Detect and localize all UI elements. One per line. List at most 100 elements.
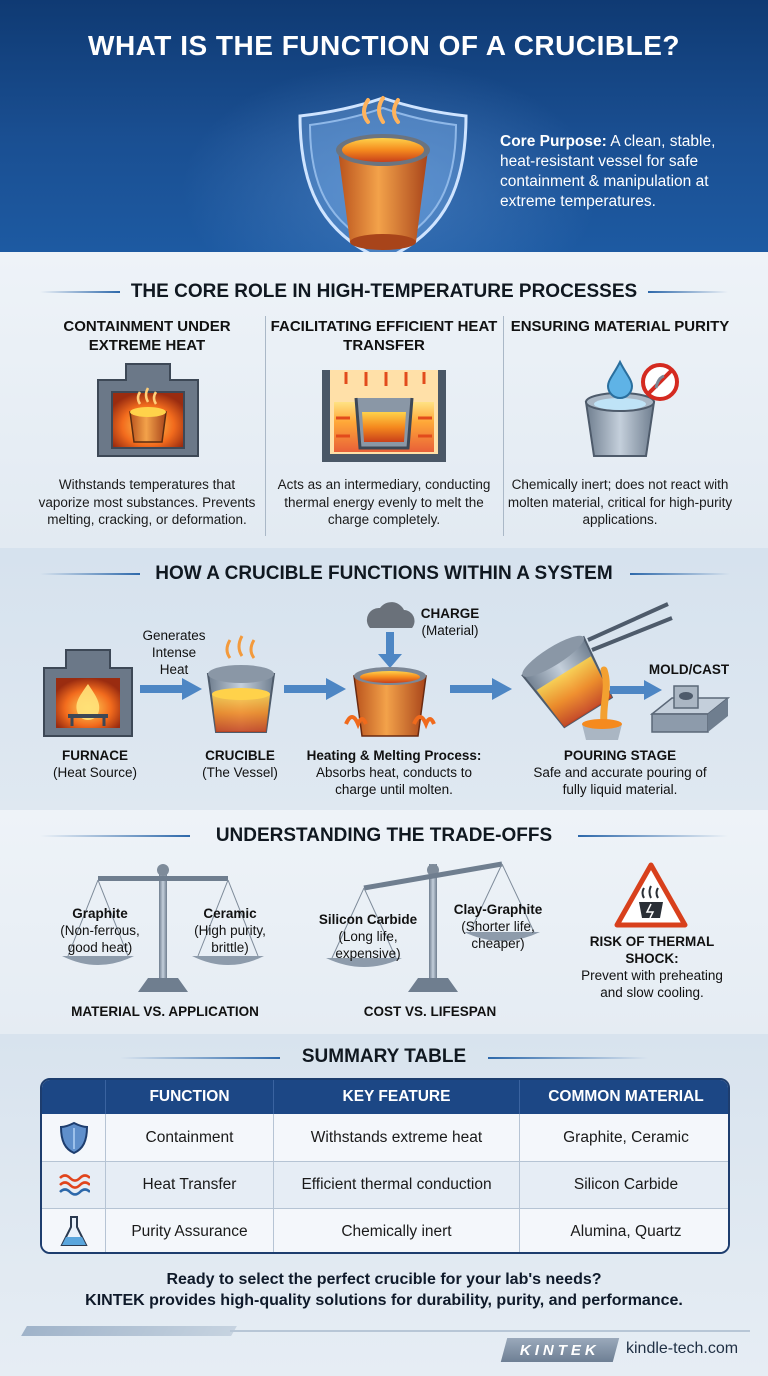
melting-step-label: Heating & Melting Process: Absorbs heat,… [296, 748, 492, 799]
summary-table: FUNCTION KEY FEATURE COMMON MATERIAL Con… [40, 1078, 730, 1254]
ceramic-name: Ceramic [203, 906, 257, 921]
heat-waves-icon [58, 1174, 90, 1196]
charge-label: CHARGE (Material) [420, 606, 480, 640]
core-purpose-label: Core Purpose: [500, 133, 607, 150]
crucible-step-label: CRUCIBLE (The Vessel) [180, 748, 300, 782]
tilted-scale-icon [326, 861, 540, 992]
row-icon-cell [42, 1162, 106, 1208]
table-row: Purity Assurance Chemically inert Alumin… [42, 1209, 728, 1252]
header-icon-cell [42, 1080, 106, 1114]
charge-title: CHARGE [420, 606, 480, 621]
core-purpose-desc: A clean, stable, heat-resistant vessel f… [500, 133, 716, 211]
purity-text: Chemically inert; does not react with mo… [507, 477, 733, 528]
divider-line [120, 1057, 280, 1059]
pouring-step-sub: Safe and accurate pouring of fully liqui… [533, 764, 707, 797]
kintek-logo: KINTEK [500, 1338, 620, 1362]
row-divider [42, 1161, 728, 1162]
containment-heading: CONTAINMENT UNDER EXTREME HEAT [63, 318, 231, 354]
column-divider [265, 316, 266, 536]
cell-feature: Chemically inert [274, 1209, 520, 1252]
cell-material: Graphite, Ceramic [563, 1128, 689, 1146]
melting-step-title: Heating & Melting Process: [306, 748, 482, 763]
summary-title: SUMMARY TABLE [301, 1046, 467, 1067]
cost-vs-lifespan-caption: COST VS. LIFESPAN [363, 1004, 497, 1019]
cell-function: Purity Assurance [106, 1209, 274, 1252]
pouring-crucible-icon [521, 602, 673, 740]
heat-transfer-heading: FACILITATING EFFICIENT HEAT TRANSFER [270, 318, 498, 354]
heating-crucible-icon [344, 602, 436, 737]
furnace-icon [43, 649, 133, 737]
mold-cast-icon [650, 685, 730, 733]
thermal-shock-label: RISK OF THERMAL SHOCK: Prevent with preh… [572, 934, 732, 1002]
shield-crucible-hero-icon [298, 96, 468, 252]
arrow-right-icon [140, 678, 202, 700]
cell-feature: Efficient thermal conduction [274, 1162, 520, 1208]
clay-graphite-name: Clay-Graphite [453, 902, 543, 917]
arrow-right-icon [610, 680, 662, 700]
table-row: Heat Transfer Efficient thermal conducti… [42, 1162, 728, 1208]
cta-line-2: KINTEK provides high-quality solutions f… [85, 1291, 683, 1309]
divider-line [40, 573, 140, 575]
table-header-row: FUNCTION KEY FEATURE COMMON MATERIAL [42, 1080, 728, 1114]
thermal-shock-title: RISK OF THERMAL SHOCK: [589, 934, 715, 966]
row-icon-cell [42, 1114, 106, 1161]
silicon-carbide-name: Silicon Carbide [318, 912, 418, 927]
footer-line [230, 1330, 750, 1332]
divider-line [40, 291, 120, 293]
crucible-step-title: CRUCIBLE [205, 748, 275, 763]
divider-line [488, 1057, 648, 1059]
cell-material: Silicon Carbide [573, 1176, 679, 1193]
clay-graphite-sub: (Shorter life, cheaper) [461, 918, 535, 951]
core-purpose-text: Core Purpose: A clean, stable, heat-resi… [500, 132, 750, 213]
crucible-icon [206, 635, 276, 733]
cell-function: Heat Transfer [106, 1162, 274, 1208]
furnace-step-title: FURNACE [62, 748, 128, 763]
page-title: WHAT IS THE FUNCTION OF A CRUCIBLE? [88, 30, 680, 61]
arrow-right-icon [284, 678, 346, 700]
divider-line [40, 835, 190, 837]
arrow-right-icon [450, 678, 512, 700]
balance-scale-icon [62, 864, 264, 992]
ceramic-label: Ceramic (High purity, brittle) [186, 906, 274, 957]
divider-line [648, 291, 728, 293]
site-url[interactable]: kindle-tech.com [626, 1340, 739, 1357]
generates-heat-label: Generates Intense Heat [142, 628, 206, 677]
clay-graphite-label: Clay-Graphite (Shorter life, cheaper) [450, 902, 546, 953]
cta-line-1: Ready to select the perfect crucible for… [166, 1271, 602, 1288]
mold-title: MOLD/CAST [648, 662, 730, 677]
melting-step-sub: Absorbs heat, conducts to charge until m… [315, 764, 473, 797]
furnace-crucible-icon [97, 363, 199, 457]
cell-function: Containment [106, 1114, 274, 1161]
core-role-title: THE CORE ROLE IN HIGH-TEMPERATURE PROCES… [130, 281, 638, 302]
shield-icon [59, 1121, 88, 1154]
header-banner: WHAT IS THE FUNCTION OF A CRUCIBLE? Core… [0, 0, 768, 252]
heat-transfer-icon [322, 370, 446, 462]
row-icon-cell [42, 1209, 106, 1252]
pure-crucible-icon [584, 359, 679, 457]
cell-feature: Withstands extreme heat [274, 1114, 520, 1161]
header-common-material: COMMON MATERIAL [548, 1088, 704, 1105]
table-row: Containment Withstands extreme heat Grap… [42, 1114, 728, 1161]
heat-transfer-text: Acts as an intermediary, conducting ther… [277, 477, 491, 528]
pouring-step-label: POURING STAGE Safe and accurate pouring … [520, 748, 720, 799]
silicon-carbide-label: Silicon Carbide (Long life, expensive) [314, 912, 422, 963]
furnace-step-sub: (Heat Source) [52, 764, 138, 780]
furnace-step-label: FURNACE (Heat Source) [30, 748, 160, 782]
divider-line [630, 573, 730, 575]
logo-text: KINTEK [520, 1341, 600, 1359]
pouring-step-title: POURING STAGE [563, 748, 677, 763]
cell-material: Alumina, Quartz [570, 1222, 682, 1240]
column-divider [503, 316, 504, 536]
divider-line [578, 835, 728, 837]
charge-sub: (Material) [421, 622, 479, 638]
flask-icon [59, 1215, 88, 1246]
call-to-action: Ready to select the perfect crucible for… [0, 1270, 768, 1312]
purity-heading: ENSURING MATERIAL PURITY [510, 318, 730, 335]
mold-label: MOLD/CAST [644, 662, 734, 679]
graphite-label: Graphite (Non-ferrous, good heat) [50, 906, 150, 957]
graphite-sub: (Non-ferrous, good heat) [60, 922, 140, 955]
warning-triangle-icon [614, 862, 688, 928]
row-divider [42, 1208, 728, 1209]
tradeoffs-title: UNDERSTANDING THE TRADE-OFFS [215, 825, 553, 846]
silicon-carbide-sub: (Long life, expensive) [335, 928, 401, 961]
